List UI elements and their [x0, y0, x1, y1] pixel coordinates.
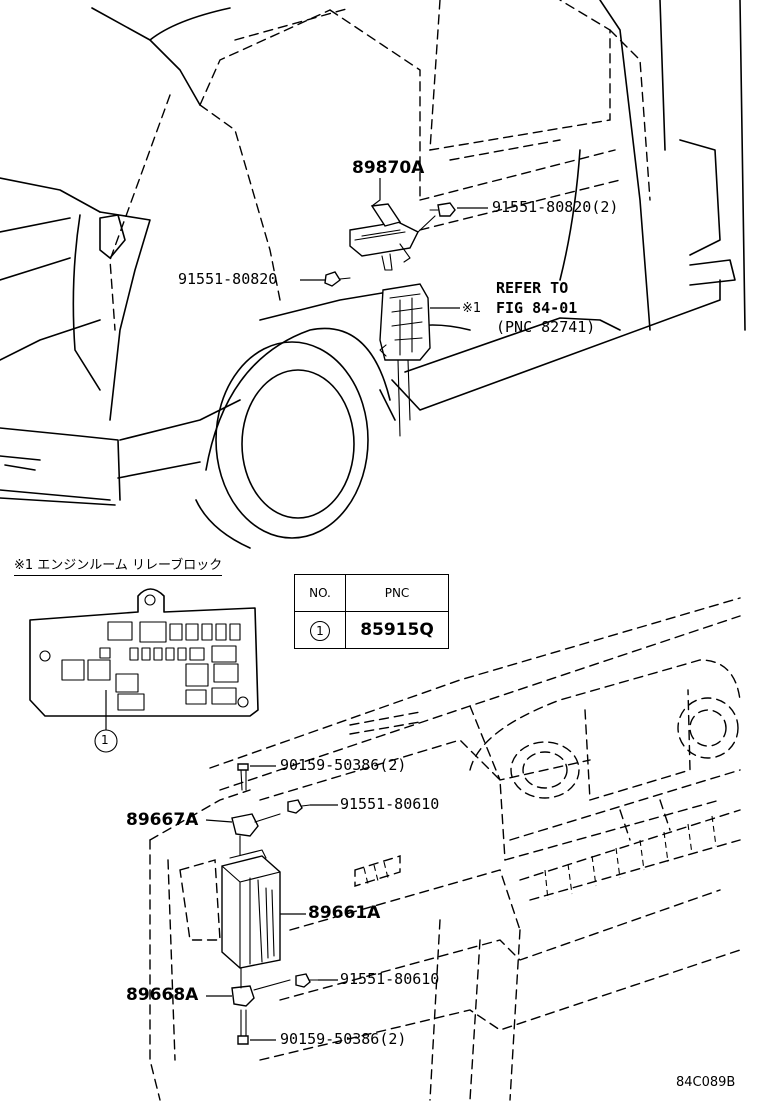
leader-lines-top [300, 178, 488, 309]
refer-to-line1: REFER TO [496, 279, 569, 297]
legend-row-no: 1 [294, 611, 346, 649]
label-91551-80820-2: 91551-80820(2) [492, 198, 619, 216]
label-89661a: 89661A [308, 903, 381, 923]
label-90159-50386-2-top: 90159-50386(2) [280, 756, 407, 774]
label-91551-80610-bottom: 91551-80610 [340, 970, 440, 988]
legend-header-no: NO. [294, 574, 346, 612]
legend-header-row: NO. PNC [294, 574, 449, 612]
label-91551-80610-top: 91551-80610 [340, 795, 440, 813]
relay-block-title-text: ※1 エンジンルーム リレーブロック [14, 558, 223, 576]
label-89667a: 89667A [126, 810, 199, 830]
legend-row-no-circle: 1 [310, 620, 330, 641]
refer-to-line2: FIG 84-01 [496, 299, 578, 317]
legend-row-pnc-value: 85915Q [360, 620, 434, 640]
van-body-outline [0, 0, 746, 549]
label-89668a: 89668A [126, 985, 199, 1005]
legend-header-pnc: PNC [345, 574, 449, 612]
relay-block-title: ※1 エンジンルーム リレーブロック [14, 558, 223, 576]
legend-table: NO. PNC 1 85915Q [294, 574, 449, 649]
dashboard-outline [149, 597, 741, 1101]
label-91551-80820: 91551-80820 [178, 270, 278, 288]
label-90159-50386-2-bottom: 90159-50386(2) [280, 1030, 407, 1048]
refer-to-line3: (PNC 82741) [496, 318, 596, 336]
ecu-assembly-illustration [221, 763, 319, 1045]
relay-block-top-illustration [379, 283, 431, 437]
label-89870a: 89870A [352, 158, 425, 178]
refer-mark: ※1 [462, 301, 482, 316]
figure-id: 84C089B [676, 1075, 736, 1090]
legend-row: 1 85915Q [294, 611, 449, 649]
relay-block-callout: 1 [101, 733, 109, 747]
part-89870a-illustration [324, 202, 456, 287]
legend-row-pnc: 85915Q [345, 611, 449, 649]
leader-lines-bottom [205, 765, 338, 1041]
relay-block-detail [29, 588, 259, 753]
